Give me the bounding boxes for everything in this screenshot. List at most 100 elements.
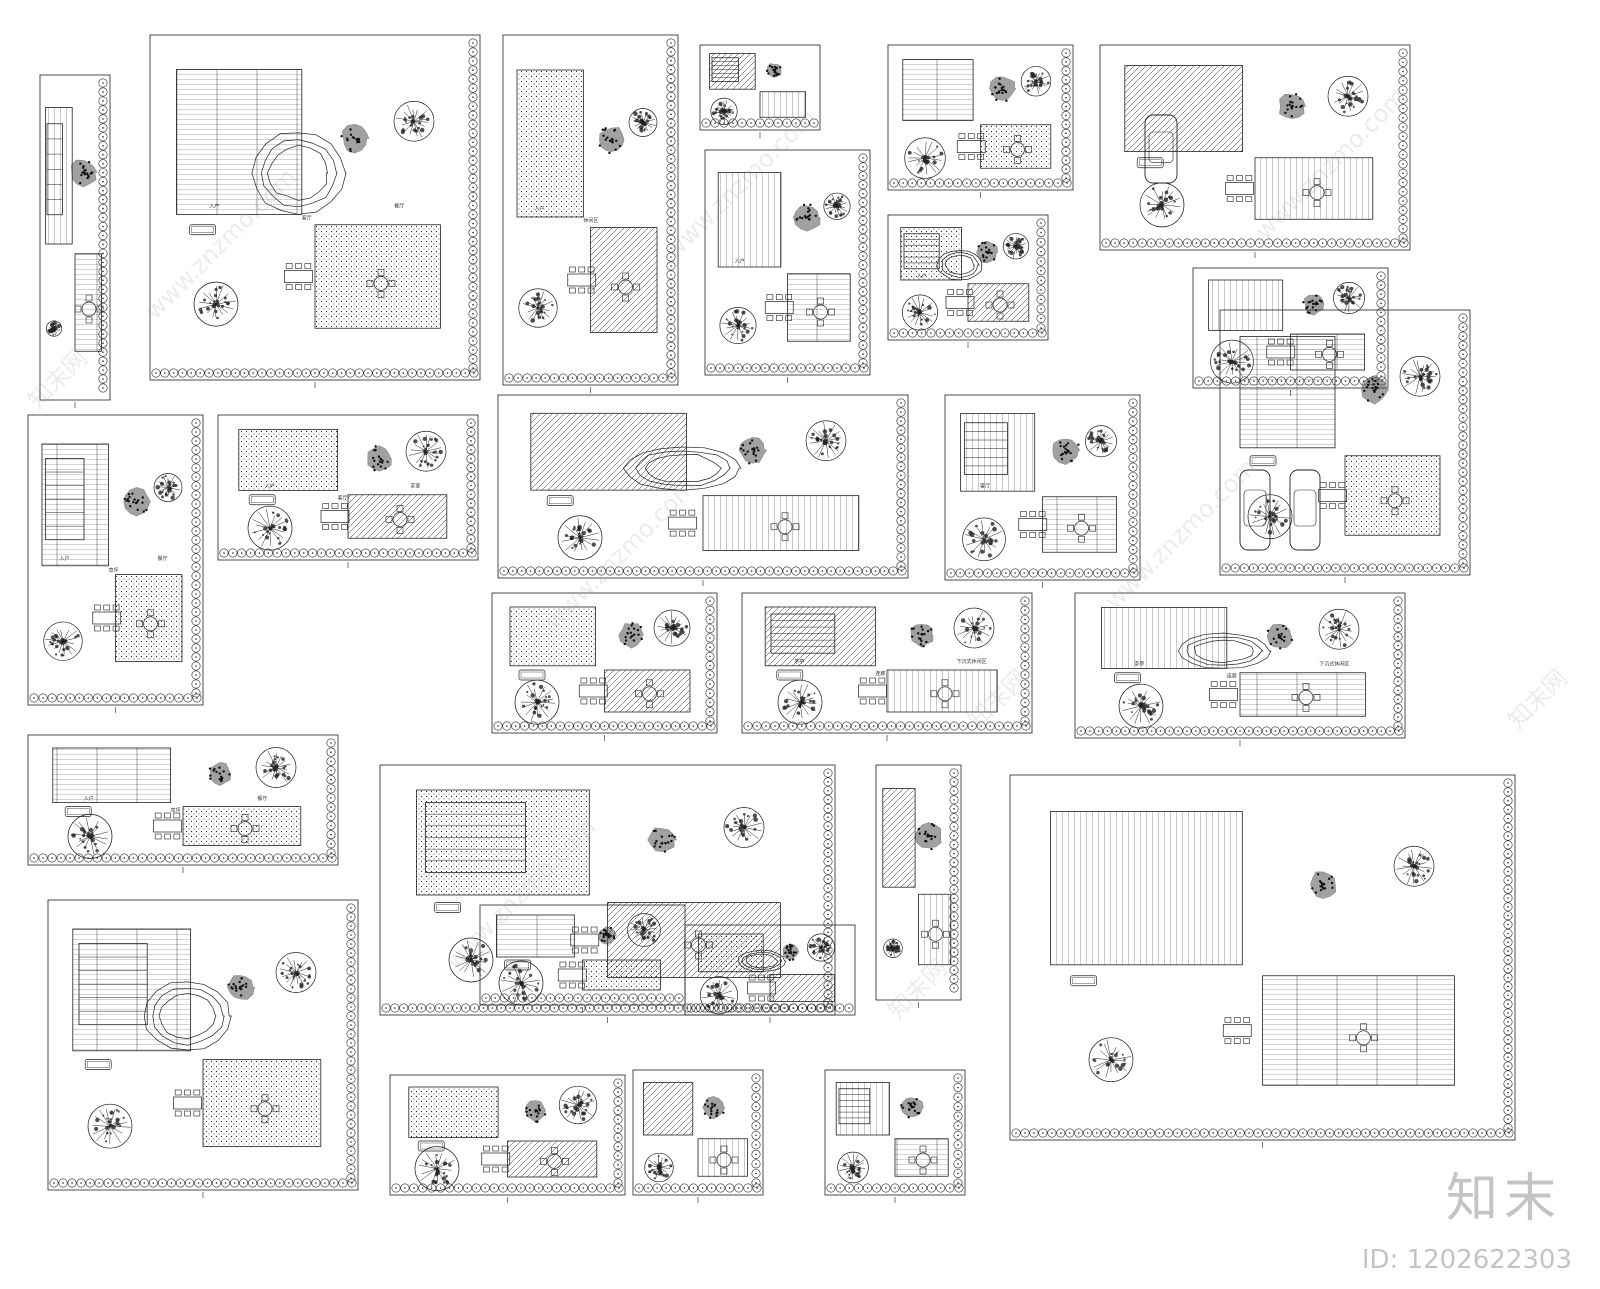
- round-table-icon: [1349, 1023, 1378, 1053]
- car-icon: [1239, 469, 1271, 551]
- dining-table-icon: [956, 133, 986, 160]
- tree-icon: [1318, 608, 1360, 650]
- tree-icon: [723, 807, 765, 848]
- round-table-icon: [1003, 135, 1032, 164]
- round-table-icon: [230, 814, 260, 843]
- round-table-icon: [1067, 513, 1096, 543]
- room-label: 下沉式休闲区: [957, 658, 987, 665]
- round-table-icon: [250, 1094, 280, 1124]
- shrub-icon: [976, 240, 998, 264]
- tree-icon: [518, 288, 558, 328]
- tree-icon: [558, 1085, 598, 1125]
- image-id-label: ID: 1202622303: [1361, 1245, 1572, 1275]
- garden-plan-p26: [479, 904, 686, 1013]
- tree-icon: [710, 97, 738, 125]
- tree-icon: [699, 976, 739, 1015]
- dining-table-icon: [1018, 511, 1048, 538]
- round-table-icon: [806, 297, 835, 327]
- dining-table-icon: [481, 1145, 511, 1173]
- round-table-icon: [921, 919, 950, 949]
- room-label: 茶亭: [794, 658, 804, 665]
- dining-table-icon: [578, 677, 608, 705]
- garden-plan-p06: [887, 44, 1074, 198]
- dining-table-icon: [557, 961, 587, 989]
- pond: [1177, 632, 1272, 669]
- sofa-icon: [248, 494, 276, 506]
- garden-plan-p07: 入户: [887, 214, 1049, 348]
- room-label: 入户: [209, 203, 219, 210]
- sofa-icon: [417, 1140, 445, 1152]
- round-table-icon: [611, 272, 640, 302]
- shrub-icon: [910, 624, 934, 648]
- shrub-icon: [914, 822, 942, 851]
- sofa-icon: [434, 902, 461, 913]
- sofa-icon: [84, 1059, 112, 1070]
- garden-plan-p14: [1219, 309, 1471, 583]
- tree-icon: [247, 505, 293, 551]
- pond: [737, 949, 787, 972]
- dining-table-icon: [173, 1089, 202, 1117]
- shrub-icon: [1361, 375, 1390, 405]
- shrub-icon: [647, 827, 678, 853]
- dining-table-icon: [320, 503, 350, 530]
- tree-icon: [153, 473, 183, 502]
- tree-icon: [87, 1103, 133, 1149]
- room-label: 客厅: [338, 495, 348, 502]
- room-label: 餐厅: [394, 203, 404, 210]
- tree-icon: [255, 747, 297, 788]
- room-label: 入户: [60, 555, 70, 562]
- shrub-icon: [989, 76, 1017, 102]
- tree-icon: [405, 430, 447, 472]
- shrub-icon: [782, 943, 800, 962]
- shrub-icon: [900, 1097, 924, 1119]
- round-table-icon: [385, 505, 415, 534]
- garden-plan-p23: [389, 1074, 626, 1203]
- pond: [251, 132, 347, 215]
- sofa-icon: [1114, 672, 1141, 684]
- tree-icon: [1118, 683, 1164, 729]
- room-label: 餐厅: [158, 555, 168, 562]
- tree-icon: [1002, 233, 1030, 260]
- garden-plan-p08: [1099, 44, 1411, 258]
- room-label: 连廊: [875, 670, 885, 677]
- garden-plan-p01: [39, 74, 111, 408]
- shrub-icon: [598, 127, 625, 155]
- room-label: 入户: [535, 205, 545, 212]
- steps: [964, 422, 1008, 475]
- dining-table-icon: [747, 974, 776, 1002]
- shrub-icon: [208, 761, 232, 786]
- tree-icon: [193, 281, 239, 327]
- tree-icon: [393, 100, 435, 142]
- shrub-icon: [1302, 294, 1325, 316]
- garden-plan-p04: [699, 44, 821, 138]
- shrub-icon: [227, 975, 255, 1000]
- dining-table-icon: [153, 812, 182, 840]
- room-label: 客厅: [980, 483, 990, 490]
- tree-icon: [837, 1151, 869, 1184]
- dining-table-icon: [1318, 482, 1347, 509]
- tree-icon: [514, 679, 560, 725]
- tree-icon: [448, 937, 494, 983]
- tree-icon: [557, 515, 603, 561]
- shrub-icon: [738, 437, 768, 465]
- room-label: 草坪: [171, 807, 181, 814]
- round-table-icon: [540, 1147, 569, 1176]
- tree-icon: [904, 137, 946, 179]
- tree-icon: [883, 938, 903, 959]
- garden-plan-p20: [875, 764, 962, 1008]
- dining-table-icon: [945, 289, 975, 316]
- garden-plan-p25: [824, 1069, 966, 1203]
- brand-logo: 知末: [1445, 1169, 1562, 1229]
- dining-table-icon: [284, 263, 313, 290]
- tree-icon: [1333, 282, 1365, 314]
- round-table-icon: [1302, 178, 1332, 207]
- tree-icon: [1020, 66, 1052, 97]
- dining-table-icon: [567, 266, 597, 294]
- tree-icon: [1393, 845, 1435, 887]
- round-table-icon: [366, 269, 396, 298]
- tree-icon: [1327, 75, 1369, 117]
- room-label: 入户: [265, 483, 275, 490]
